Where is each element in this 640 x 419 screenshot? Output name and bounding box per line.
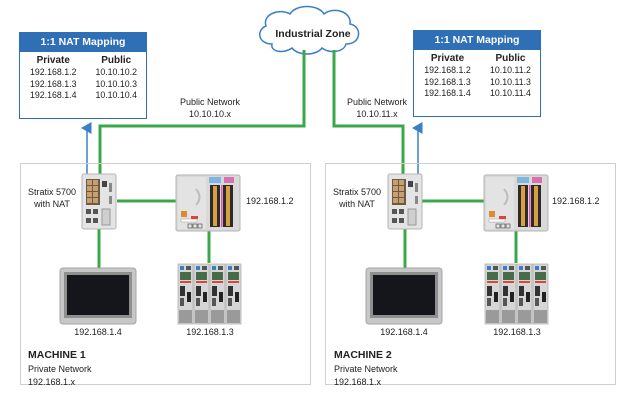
machine2-container xyxy=(325,163,616,385)
machine1-switch-label-line2: with NAT xyxy=(34,199,70,209)
machine2-public-network-label: Public Network xyxy=(346,97,408,107)
machine2-network-label: Private Network xyxy=(334,364,398,374)
nat-header-private: Private xyxy=(36,55,70,66)
nat-header-public: Public xyxy=(101,55,132,66)
industrial-zone-label: Industrial Zone xyxy=(275,28,351,40)
machine2-hmi-ip: 192.168.1.4 xyxy=(380,327,428,337)
nat-row: 192.168.1.4 10.10.11.4 xyxy=(414,88,540,100)
machine1-hmi-ip: 192.168.1.4 xyxy=(74,327,122,337)
nat-row: 192.168.1.3 10.10.11.3 xyxy=(414,77,540,89)
machine1-uplink xyxy=(98,50,306,180)
machine2-network-subnet: 192.168.1.x xyxy=(334,377,382,387)
nat-public-ip: 10.10.11.2 xyxy=(490,65,531,75)
nat-public-ip: 10.10.11.4 xyxy=(490,88,531,98)
nat-private-ip: 192.168.1.3 xyxy=(424,76,471,87)
nat-public-ip: 10.10.10.2 xyxy=(95,67,138,77)
machine2-plc-ip: 192.168.1.2 xyxy=(552,196,600,206)
machine2-title: MACHINE 2 xyxy=(334,349,392,361)
nat-row: 192.168.1.2 10.10.11.2 xyxy=(414,65,540,77)
public-network-links xyxy=(98,50,405,180)
machine2-public-network-subnet: 10.10.11.x xyxy=(356,109,398,119)
machine1-plc-ip: 192.168.1.2 xyxy=(246,196,294,206)
nat-public-ip: 10.10.10.3 xyxy=(95,78,138,89)
nat-header-private: Private xyxy=(430,53,465,64)
machine1-title: MACHINE 1 xyxy=(28,349,86,361)
machine1-network-subnet: 192.168.1.x xyxy=(28,377,76,387)
nat-row: 192.168.1.2 10.10.10.2 xyxy=(20,67,146,79)
machine2-drives-ip: 192.168.1.3 xyxy=(493,327,541,337)
industrial-zone-cloud xyxy=(259,5,360,55)
nat-public-ip: 10.10.11.3 xyxy=(490,76,531,87)
machine2-switch-label-line1: Stratix 5700 xyxy=(332,187,382,197)
nat-row: 192.168.1.4 10.10.10.4 xyxy=(20,90,146,102)
machine2-nat-mapping-table: 1:1 NAT Mapping Private Public 192.168.1… xyxy=(413,30,541,117)
nat-private-ip: 192.168.1.2 xyxy=(30,67,77,77)
nat-private-ip: 192.168.1.4 xyxy=(30,90,77,100)
machine1-container xyxy=(20,163,311,385)
machine1-public-network-subnet: 10.10.10.x xyxy=(188,109,232,119)
nat-mapping-title: 1:1 NAT Mapping xyxy=(20,33,146,52)
machine2-uplink xyxy=(332,50,405,180)
nat-private-ip: 192.168.1.3 xyxy=(30,78,77,89)
machine1-network-label: Private Network xyxy=(28,364,92,374)
machine1-switch-label-line1: Stratix 5700 xyxy=(27,187,77,197)
nat-mapping-title: 1:1 NAT Mapping xyxy=(414,31,540,50)
nat-header-public: Public xyxy=(495,53,526,64)
machine2-switch-label-line2: with NAT xyxy=(339,199,375,209)
machine1-nat-mapping-table: 1:1 NAT Mapping Private Public 192.168.1… xyxy=(19,32,147,119)
nat-private-ip: 192.168.1.4 xyxy=(424,88,471,98)
nat-row: 192.168.1.3 10.10.10.3 xyxy=(20,79,146,91)
nat-private-ip: 192.168.1.2 xyxy=(424,65,471,75)
machine1-public-network-label: Public Network xyxy=(179,97,241,107)
machine1-drives-ip: 192.168.1.3 xyxy=(186,327,234,337)
nat-public-ip: 10.10.10.4 xyxy=(95,90,138,100)
